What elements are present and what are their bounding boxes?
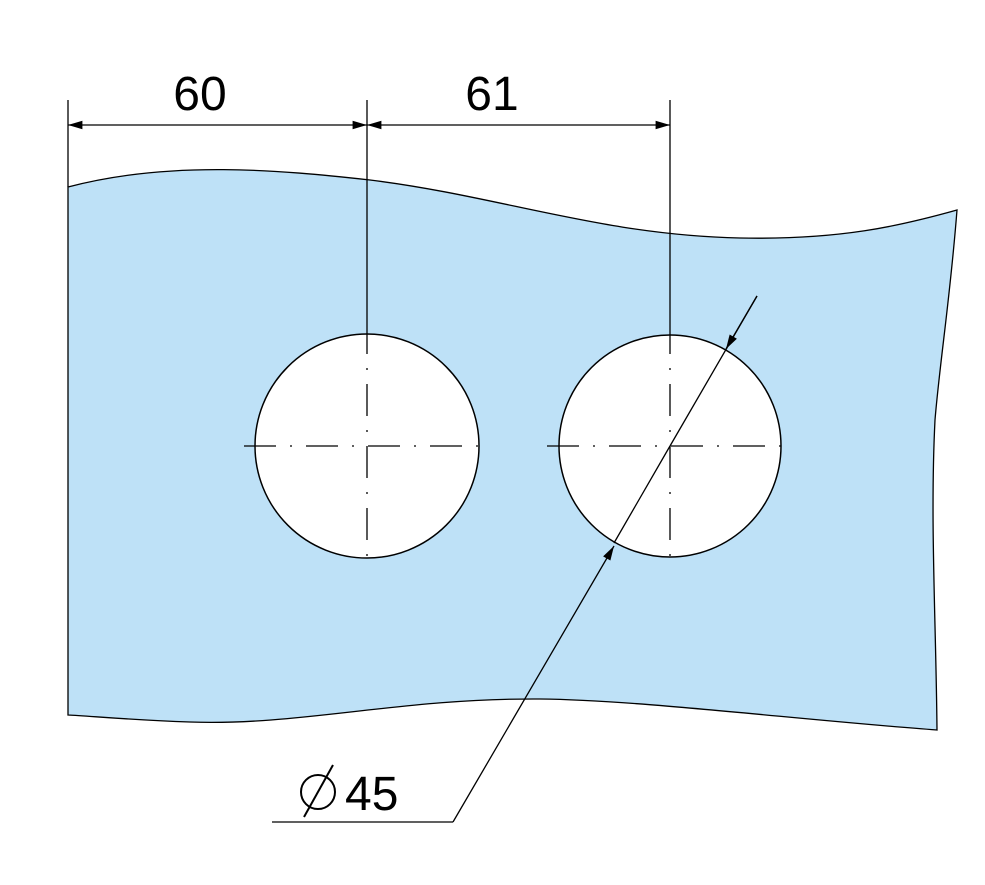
dimension-label-61: 61	[465, 68, 518, 121]
extension-lines	[67, 100, 671, 322]
diameter-label: 45	[345, 768, 398, 821]
diameter-leader	[272, 295, 758, 823]
glass-plate	[67, 168, 958, 731]
dimension-label-60: 60	[173, 68, 226, 121]
diameter-icon	[300, 764, 336, 818]
